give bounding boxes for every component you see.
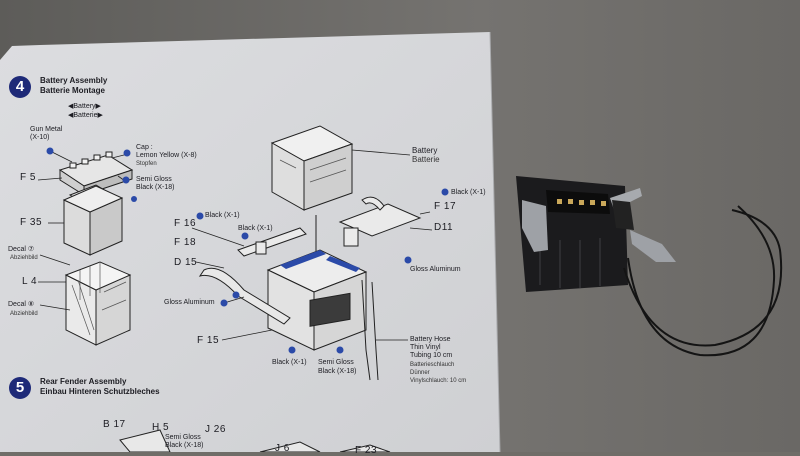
part-j26: J 26 (205, 424, 226, 435)
semi-gloss-label-2: Semi Gloss (318, 359, 354, 366)
step-4-badge: 4 (9, 76, 31, 98)
part-f5: F 5 (20, 172, 36, 183)
cap-label: Cap : (136, 144, 153, 151)
step-4-title: Battery Assembly (40, 76, 108, 85)
lemon-yellow-label: Lemon Yellow (X-8) (136, 152, 197, 159)
semi-gloss-label-3: Semi Gloss (165, 434, 201, 441)
black-x1-f18: Black (X-1) (238, 225, 273, 232)
part-f15: F 15 (197, 335, 220, 346)
battery-exploded-diagram (58, 151, 134, 346)
batterieschlauch-label: Batterieschlauch (410, 362, 455, 368)
stopfen-label: Stopfen (136, 161, 157, 167)
batterie-label: Batterie (412, 155, 440, 164)
dunner-label: Dünner (410, 370, 430, 376)
part-f35: F 35 (20, 217, 43, 228)
part-f23: F 23 (355, 445, 378, 456)
thin-vinyl-label: Thin Vinyl (410, 344, 441, 351)
part-f18: F 18 (174, 237, 197, 248)
decal-8-label: Decal ⑧ (8, 301, 35, 308)
semi-gloss-black-label-2: Black (X-18) (318, 368, 357, 375)
battery-hose-label: Battery Hose (410, 336, 451, 343)
battery-sub-en: ◀Battery▶ (68, 103, 101, 110)
model-wires (623, 205, 783, 357)
gloss-aluminum-left: Gloss Aluminum (164, 299, 215, 306)
part-d11: D11 (434, 222, 454, 233)
abziehbild-label-2: Abziehbild (10, 311, 38, 317)
vinylschlauch-label: Vinylschlauch: 10 cm (410, 378, 467, 384)
model-battery-box (516, 176, 676, 292)
semi-gloss-label-1: Semi Gloss (136, 176, 172, 183)
leader-lines (37, 149, 433, 341)
part-d15: D 15 (174, 257, 198, 268)
paint-markers (46, 147, 449, 354)
instruction-sheet (0, 32, 500, 452)
part-j6: J 6 (275, 443, 290, 454)
part-f16: F 16 (174, 218, 197, 229)
black-x1-bottom: Black (X-1) (272, 359, 307, 366)
black-x1-f16: Black (X-1) (205, 212, 240, 219)
battery-label: Battery (412, 146, 438, 155)
tubing-label: Tubing 10 cm (410, 352, 453, 359)
gun-metal-label: Gun Metal (30, 126, 63, 133)
battery-box-diagram (198, 125, 422, 381)
part-f17: F 17 (434, 201, 457, 212)
step-5-subtitle: Einbau Hinteren Schutzbleches (40, 387, 160, 396)
black-x1-top-right: Black (X-1) (451, 189, 486, 196)
decal-7-label: Decal ⑦ (8, 246, 35, 253)
gun-metal-code: (X-10) (30, 134, 50, 141)
abziehbild-label-1: Abziehbild (10, 255, 38, 261)
gloss-aluminum-right: Gloss Aluminum (410, 266, 461, 273)
step-5-badge: 5 (9, 377, 31, 399)
part-l4: L 4 (22, 276, 38, 287)
battery-sub-de: ◀Batterie▶ (68, 112, 103, 119)
part-b17: B 17 (103, 419, 126, 430)
rear-fender-diagram (119, 429, 391, 452)
black-x18-label-3: Black (X-18) (165, 442, 204, 449)
step-5-title: Rear Fender Assembly (40, 377, 127, 386)
step-4-subtitle: Batterie Montage (40, 86, 105, 95)
part-h5: H 5 (152, 422, 170, 433)
semi-gloss-black-label-1: Black (X-18) (136, 184, 175, 191)
